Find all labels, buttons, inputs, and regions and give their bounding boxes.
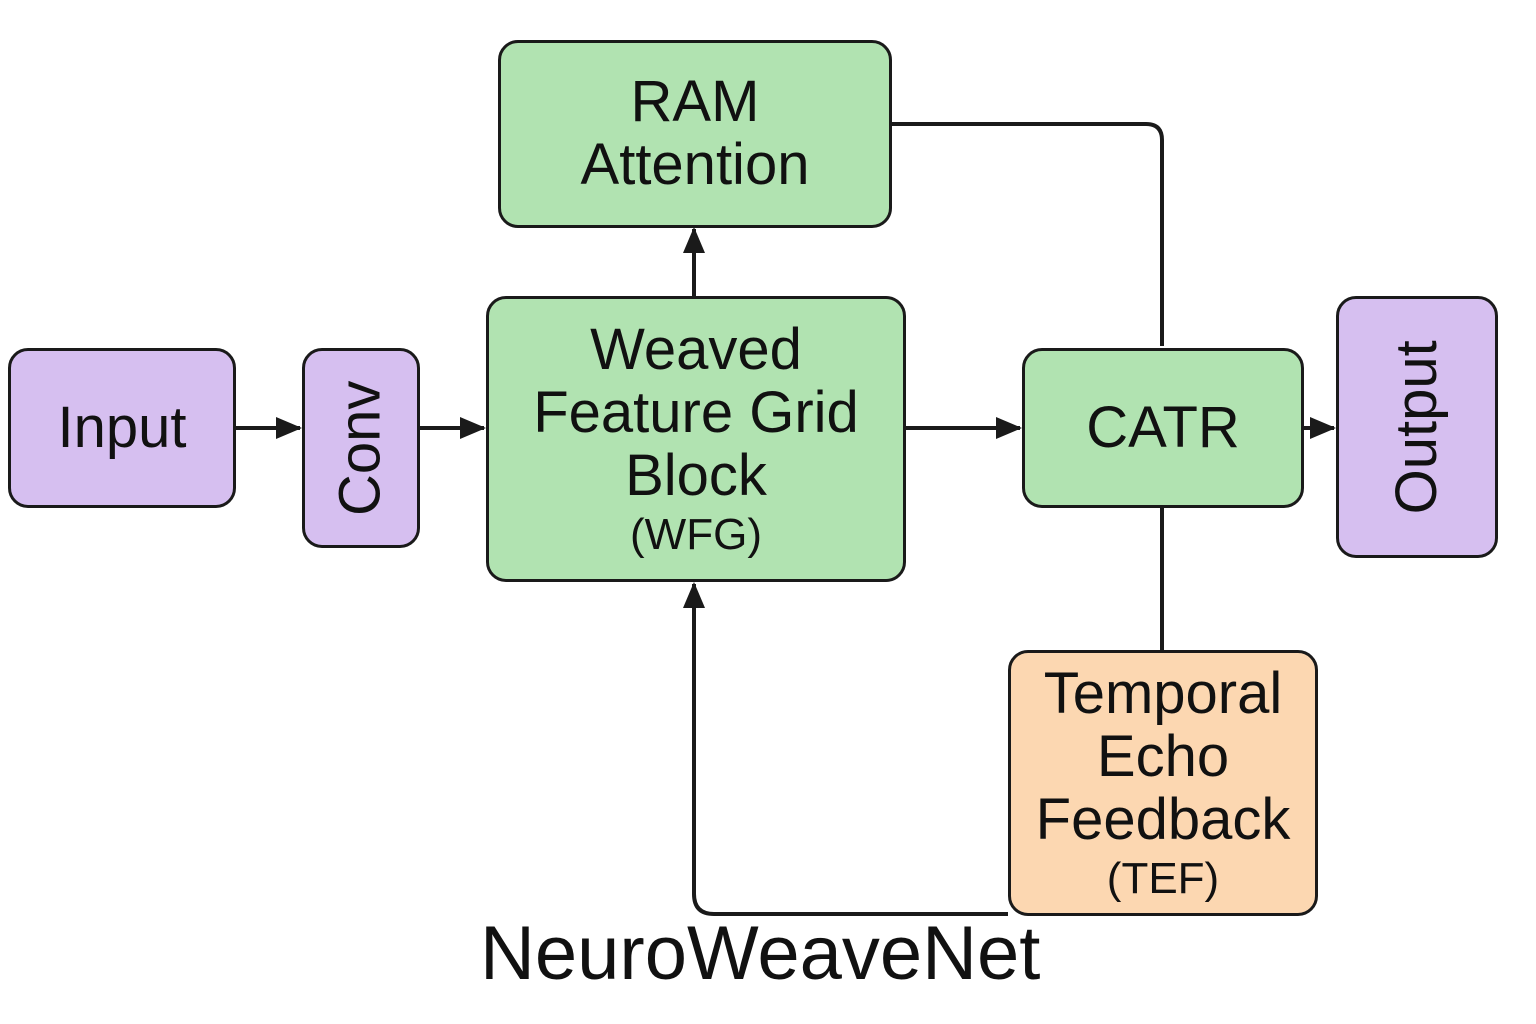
edge-ram-to-catr <box>892 122 1164 346</box>
wfg-label-line-2: Feature Grid <box>533 379 859 445</box>
tef-label-line-3: Feedback <box>1035 786 1291 852</box>
conv-node: Conv <box>302 348 420 548</box>
wfg-label-line-3: Block <box>625 442 767 508</box>
catr-label: CATR <box>1086 394 1240 460</box>
tef-label-line-1: Temporal <box>1043 661 1283 727</box>
ram-attention-node: RAM Attention <box>498 40 892 228</box>
input-label: Input <box>57 394 187 460</box>
tef-label-line-2: Echo <box>1096 723 1230 789</box>
wfg-abbreviation: (WFG) <box>630 510 762 560</box>
output-node: Output <box>1336 296 1498 558</box>
ram-label-line-2: Attention <box>580 132 810 197</box>
ram-label-line-1: RAM <box>630 69 760 135</box>
wfg-node: Weaved Feature Grid Block (WFG) <box>486 296 906 582</box>
tef-abbreviation: (TEF) <box>1106 854 1220 904</box>
diagram-title: NeuroWeaveNet <box>480 911 1041 996</box>
wfg-label-line-1: Weaved <box>590 317 802 383</box>
conv-label: Conv <box>327 380 393 516</box>
output-label: Output <box>1383 339 1449 515</box>
input-node: Input <box>8 348 236 508</box>
catr-node: CATR <box>1022 348 1304 508</box>
edge-tef-to-wfg <box>683 582 1008 916</box>
tef-node: Temporal Echo Feedback (TEF) <box>1008 650 1318 916</box>
